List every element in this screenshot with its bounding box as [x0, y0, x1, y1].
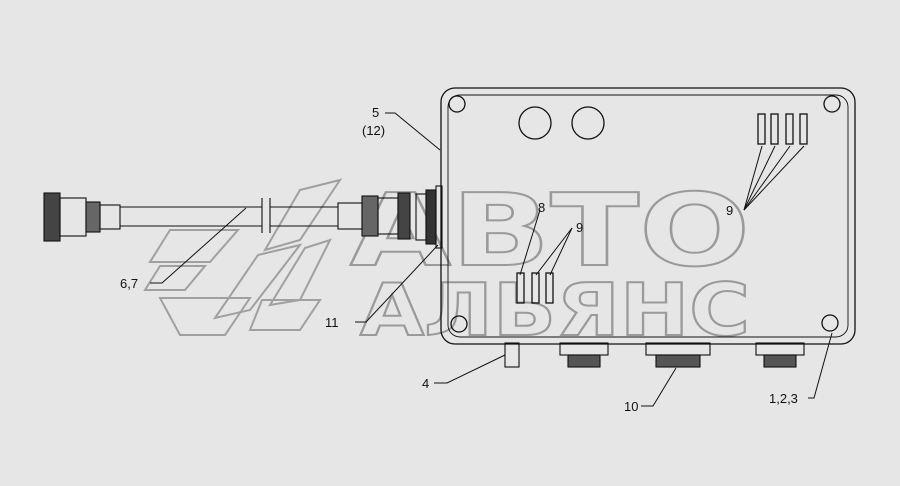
- callout-8: 8: [538, 200, 545, 215]
- leader-9-a: [535, 227, 573, 276]
- leader-lines: [150, 112, 833, 407]
- leader-9-top-1: [743, 145, 763, 211]
- callout-12: (12): [362, 123, 385, 138]
- leader-123: [808, 332, 833, 399]
- callout-labels: 5 (12) 6,7 11 4 8 9 9 10 1,2,3: [120, 105, 798, 414]
- slot-top-3: [785, 113, 794, 145]
- callout-11: 11: [325, 315, 339, 330]
- callout-9-top: 9: [726, 203, 733, 218]
- callout-9-center: 9: [576, 220, 583, 235]
- connector-left-body: [567, 354, 601, 368]
- slot-low-2: [531, 272, 540, 304]
- callout-4: 4: [422, 376, 429, 391]
- callout-5: 5: [372, 105, 379, 120]
- left-plug-body: [59, 197, 87, 237]
- watermark-line2: АЛЬЯНС: [360, 268, 750, 352]
- leader-5: [385, 112, 441, 151]
- bottom-connectors: [504, 342, 805, 368]
- callout-6-7: 6,7: [120, 276, 138, 291]
- slot-top-1: [757, 113, 766, 145]
- mount-hole-bl: [450, 315, 468, 333]
- leader-10: [641, 367, 677, 407]
- watermark-logo: [143, 178, 343, 336]
- connector-right-body: [763, 354, 797, 368]
- left-plug-nut: [85, 201, 101, 233]
- mount-hole-tr: [823, 95, 841, 113]
- slot-top-2: [770, 113, 779, 145]
- indicator-lamp-left: [518, 106, 552, 140]
- leader-8: [519, 209, 541, 276]
- leader-9-top-4: [743, 145, 805, 211]
- right-plug-nut: [361, 195, 379, 237]
- mount-hole-br: [821, 314, 839, 332]
- cable-assembly: [43, 185, 443, 249]
- mount-hole-tl: [448, 95, 466, 113]
- leader-67: [150, 207, 247, 284]
- callout-1-2-3: 1,2,3: [769, 391, 798, 406]
- indicator-lamp-right: [571, 106, 605, 140]
- leader-9-top-2: [743, 145, 776, 211]
- left-plug-knurl: [43, 192, 61, 242]
- right-plug-knurl: [397, 192, 411, 240]
- left-plug-ferrule: [99, 204, 121, 230]
- leader-11: [355, 244, 439, 323]
- callout-10: 10: [624, 399, 638, 414]
- leader-9-top-3: [743, 145, 791, 211]
- control-box: [440, 87, 856, 345]
- gland-nut: [425, 189, 437, 245]
- gland-flange: [435, 185, 443, 249]
- leader-9-b: [549, 227, 573, 276]
- connector-right-flange: [755, 342, 805, 356]
- leader-4: [434, 354, 506, 384]
- connector-middle-body: [655, 354, 701, 368]
- slot-low-3: [545, 272, 554, 304]
- slot-top-4: [799, 113, 808, 145]
